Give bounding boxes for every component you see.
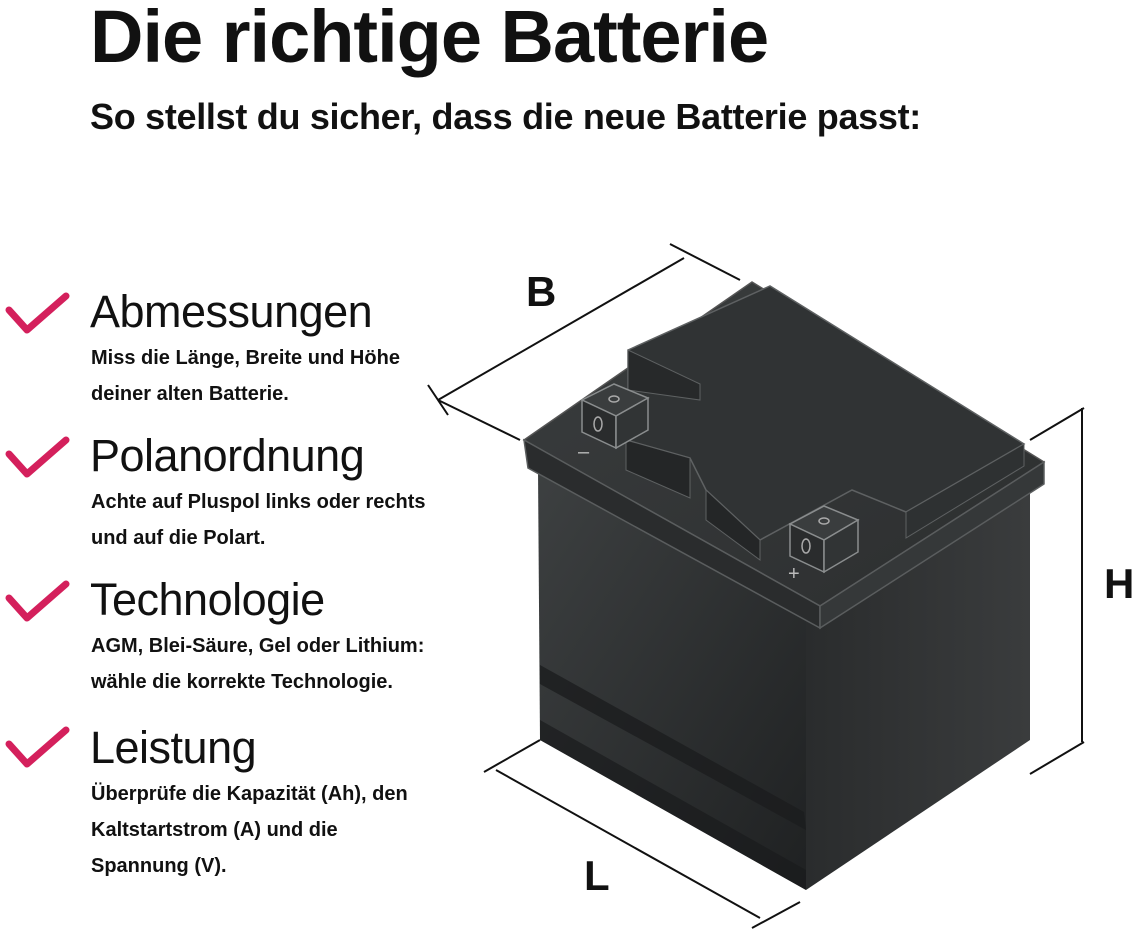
dimension-l (483, 739, 801, 929)
minus-sign: – (578, 441, 590, 463)
feature-description: Miss die Länge, Breite und Höhe deiner a… (91, 347, 400, 405)
checkmark-icon (5, 580, 70, 622)
checkmark-icon (5, 292, 70, 334)
feature-leistung: Leistung Überprüfe die Kapazität (Ah), d… (0, 722, 480, 892)
positive-terminal (788, 505, 860, 574)
feature-technologie: Technologie AGM, Blei-Säure, Gel oder Li… (0, 574, 480, 704)
dimension-b (427, 243, 741, 441)
battery-illustration: – + (427, 243, 1085, 929)
negative-terminal (580, 383, 650, 450)
feature-description: Achte auf Pluspol links oder rechts und … (91, 491, 426, 549)
feature-description: Überprüfe die Kapazität (Ah), den Kaltst… (91, 783, 408, 877)
checkmark-icon (5, 436, 70, 478)
feature-title: Polanordnung (90, 430, 365, 481)
battery-diagram: – + B H L (420, 230, 1140, 934)
checkmark-icon (5, 726, 70, 768)
feature-title: Technologie (90, 574, 325, 625)
feature-title: Abmessungen (90, 286, 373, 337)
feature-title: Leistung (90, 722, 257, 773)
label-b: B (526, 268, 557, 315)
dimension-h (1029, 407, 1085, 775)
feature-description: AGM, Blei-Säure, Gel oder Lithium: wähle… (91, 635, 425, 693)
plus-sign: + (788, 563, 800, 585)
feature-polanordnung: Polanordnung Achte auf Pluspol links ode… (0, 430, 480, 560)
label-l: L (584, 852, 610, 899)
label-h: H (1104, 560, 1135, 607)
feature-abmessungen: Abmessungen Miss die Länge, Breite und H… (0, 286, 480, 416)
page-subtitle: So stellst du sicher, dass die neue Batt… (90, 96, 921, 137)
page-title: Die richtige Batterie (90, 0, 769, 78)
